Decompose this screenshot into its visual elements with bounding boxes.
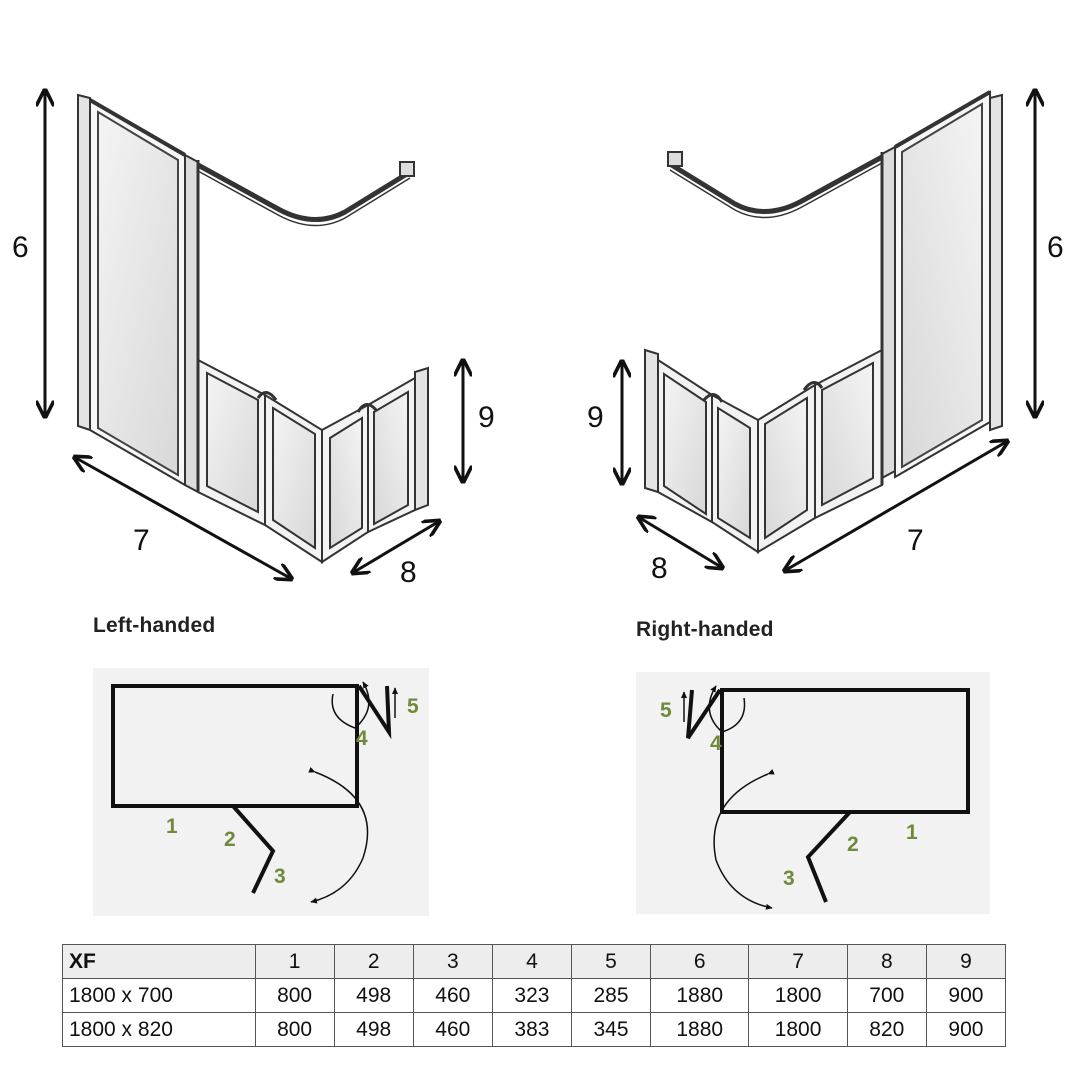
table-header-cell: 8 [846, 944, 927, 979]
left-dim-arrows [45, 92, 463, 578]
table-header-cell: XF [62, 944, 256, 979]
table-cell: 820 [846, 1012, 927, 1047]
table-cell: 460 [412, 1012, 493, 1047]
table-cell: 1880 [650, 978, 750, 1013]
left-plan-label-5: 5 [407, 695, 419, 718]
left-dim-label-8: 8 [400, 556, 417, 589]
table-cell: 800 [254, 978, 335, 1013]
table-cell: 1800 x 700 [62, 978, 256, 1013]
table-cell: 323 [491, 978, 572, 1013]
left-plan-diagram: 1 2 3 4 5 [93, 668, 429, 916]
table-header-cell: 3 [412, 944, 493, 979]
left-enclosure-drawing [77, 93, 429, 564]
table-cell: 1800 x 820 [62, 1012, 256, 1047]
right-dim-label-8: 8 [651, 552, 668, 585]
table-header-cell: 7 [748, 944, 848, 979]
right-dim-arrows [622, 92, 1035, 570]
right-dim-label-9: 9 [587, 401, 604, 434]
iso-diagram: 6 7 8 9 [12, 0, 1064, 589]
table-cell: 900 [925, 1012, 1007, 1047]
left-plan-label-1: 1 [166, 815, 178, 838]
left-dim-label-9: 9 [478, 401, 495, 434]
table-cell: 1880 [650, 1012, 750, 1047]
table-header-cell: 6 [650, 944, 750, 979]
right-handed-heading: Right-handed [636, 618, 774, 641]
table-header-cell: 1 [254, 944, 335, 979]
table-cell: 1800 [748, 1012, 848, 1047]
table-cell: 1800 [748, 978, 848, 1013]
table-cell: 498 [333, 978, 414, 1013]
table-header-cell: 9 [925, 944, 1007, 979]
table-cell: 285 [570, 978, 652, 1013]
right-plan-label-4: 4 [710, 732, 722, 755]
right-plan-label-1: 1 [906, 821, 918, 844]
left-plan-label-2: 2 [224, 828, 236, 851]
table-header-cell: 2 [333, 944, 414, 979]
right-plan-diagram: 1 2 3 4 5 [636, 672, 990, 914]
left-dim-label-6: 6 [12, 231, 29, 264]
right-plan-label-2: 2 [847, 833, 859, 856]
table-cell: 498 [333, 1012, 414, 1047]
table-cell: 460 [412, 978, 493, 1013]
left-plan-label-4: 4 [356, 727, 368, 750]
table-header-cell: 4 [491, 944, 572, 979]
table-cell: 383 [491, 1012, 572, 1047]
right-enclosure-drawing [644, 90, 1003, 554]
right-dim-label-6: 6 [1047, 231, 1064, 264]
table-cell: 345 [570, 1012, 652, 1047]
right-dim-label-7: 7 [907, 524, 924, 557]
left-dim-label-7: 7 [133, 524, 150, 557]
left-handed-heading: Left-handed [93, 614, 216, 637]
right-plan-label-3: 3 [783, 867, 795, 890]
table-cell: 900 [925, 978, 1007, 1013]
left-plan-label-3: 3 [274, 865, 286, 888]
table-cell: 700 [846, 978, 927, 1013]
table-cell: 800 [254, 1012, 335, 1047]
right-plan-label-5: 5 [660, 699, 672, 722]
table-header-cell: 5 [570, 944, 652, 979]
